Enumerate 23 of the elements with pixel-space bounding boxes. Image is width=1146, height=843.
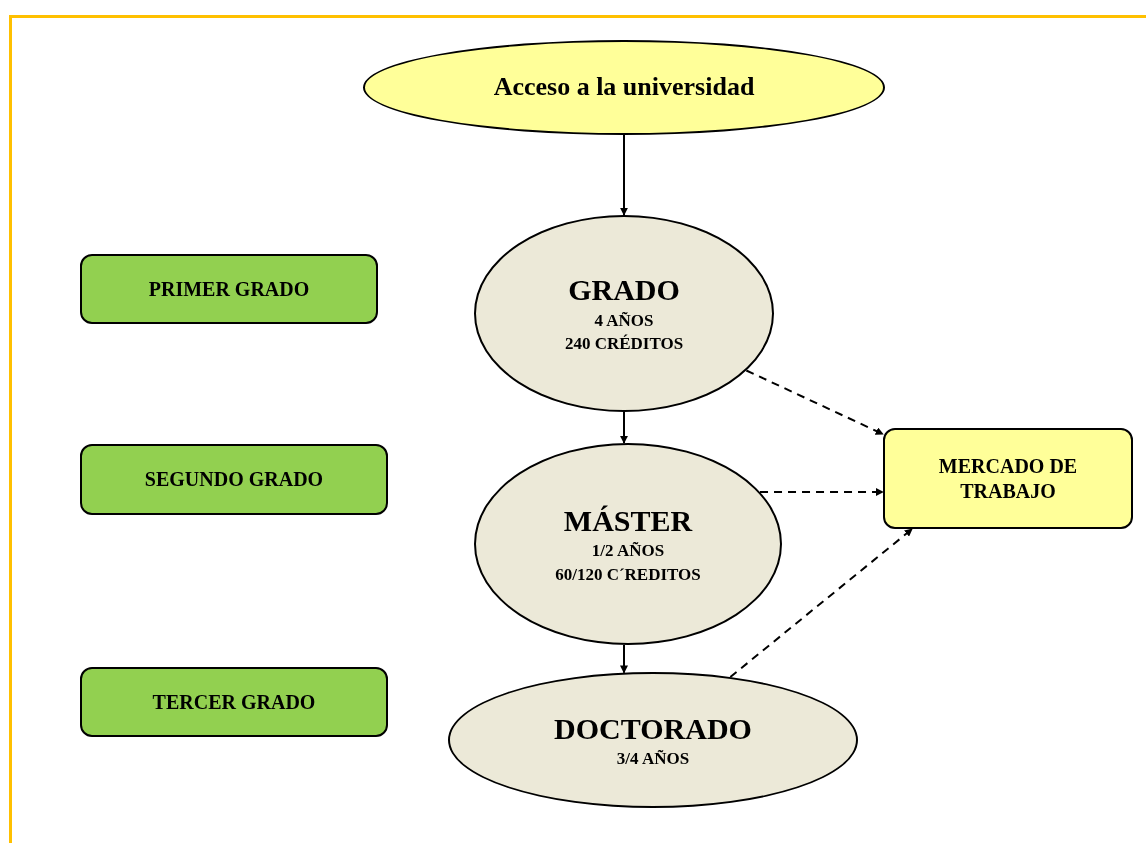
arrow [620,411,628,445]
node-detail: 240 CRÉDITOS [564,333,684,356]
outcome-box [883,428,1133,529]
node-title: Acceso a la universidad [493,71,755,104]
node-title: MÁSTER [563,502,693,539]
level-box [80,254,378,324]
dashed-arrow [759,488,884,496]
node-title: MERCADO DE TRABAJO [937,453,1079,504]
node-detail: 60/120 C´REDITOS [555,563,701,586]
dashed-arrow [745,369,884,436]
node-title: DOCTORADO [554,710,752,747]
level-box [80,444,388,515]
node-detail: 3/4 AÑOS [616,748,690,771]
node-title: SEGUNDO GRADO [144,467,324,492]
arrow [620,643,628,674]
node-detail: 4 AÑOS [594,309,654,332]
node-detail: 1/2 AÑOS [591,540,665,563]
node-title: TERCER GRADO [152,689,316,715]
node-title: PRIMER GRADO [148,276,310,302]
arrow [620,134,628,216]
dashed-arrow [729,528,914,678]
node-title: GRADO [568,272,680,309]
level-box [80,667,388,737]
